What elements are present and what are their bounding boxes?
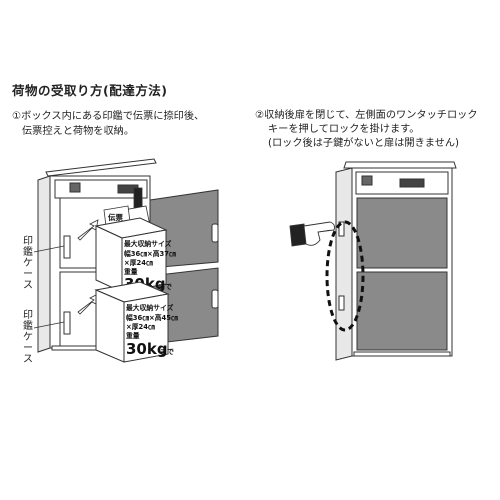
lower-box-line4: 重量 <box>126 331 140 340</box>
stamp-case-label-upper: 印鑑ケース <box>23 236 33 291</box>
upper-box-suffix: まで <box>158 282 172 291</box>
leader-line-1 <box>33 245 65 253</box>
lower-box-line2: 幅36㎝×高45㎝ <box>126 313 178 322</box>
stamp-case-label-lower: 印鑑ケース <box>23 310 33 365</box>
step1-line2: 伝票控えと荷物を収納。 <box>22 126 135 137</box>
upper-box-line1: 最大収納サイズ <box>124 239 172 248</box>
upper-box-line2: 幅36㎝×高37㎝ <box>124 249 176 258</box>
package-lower <box>94 281 170 363</box>
lower-box-weight: 30kg <box>126 340 168 358</box>
slip-label: 伝票 <box>108 212 123 222</box>
step2-line2: キーを押してロックを掛けます。 <box>268 124 420 135</box>
upper-box-line4: 重量 <box>124 267 138 276</box>
lower-box-line3: ×厚24㎝ <box>126 322 155 331</box>
lower-box-suffix: まで <box>160 347 174 356</box>
step2-line1: ②収納後扉を閉じて、左側面のワンタッチロック <box>255 110 478 121</box>
upper-box-line3: ×厚24㎝ <box>124 258 153 267</box>
step2-line3: (ロック後は子鍵がないと扉は開きません) <box>268 138 460 149</box>
pressing-hand-icon <box>289 221 335 247</box>
package-upper <box>94 217 168 293</box>
lock-highlight-ellipse <box>325 220 365 332</box>
delivery-box-closed <box>335 161 457 361</box>
insert-arrow-upper <box>77 219 99 241</box>
page-title: 荷物の受取り方(配達方法) <box>12 83 168 98</box>
leader-line-2 <box>33 321 65 329</box>
step1-line1: ①ボックス内にある印鑑で伝票に捺印後、 <box>12 111 205 122</box>
lower-box-line1: 最大収納サイズ <box>126 303 174 312</box>
